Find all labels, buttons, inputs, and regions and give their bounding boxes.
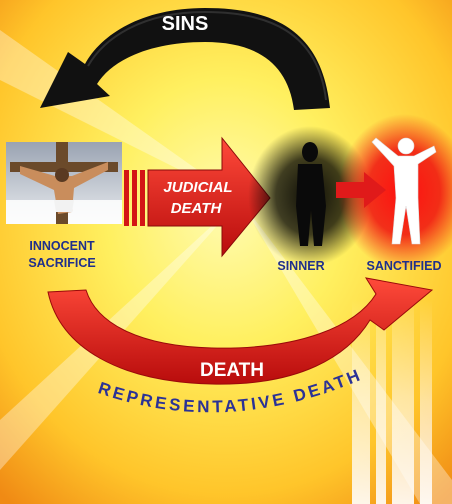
innocent-label-line2: SACRIFICE <box>28 256 96 270</box>
small-red-arrow <box>336 172 386 208</box>
sanctified-figure <box>371 137 437 245</box>
sins-arrow <box>40 8 330 110</box>
innocent-sacrifice-label: INNOCENT SACRIFICE <box>2 238 122 272</box>
crucifixion-image <box>6 142 122 224</box>
sins-label: SINS <box>162 13 209 35</box>
judicial-death-arrow <box>124 136 271 258</box>
death-label: DEATH <box>200 360 264 381</box>
judicial-label-line1: JUDICIAL <box>163 179 232 196</box>
death-arrow <box>47 277 434 385</box>
sanctified-label: SANCTIFIED <box>366 259 442 273</box>
sinner-figure <box>296 142 326 246</box>
sinner-label: SINNER <box>277 259 325 273</box>
light-beams <box>352 280 432 504</box>
innocent-label-line1: INNOCENT <box>29 239 95 253</box>
judicial-label-line2: DEATH <box>171 200 223 217</box>
